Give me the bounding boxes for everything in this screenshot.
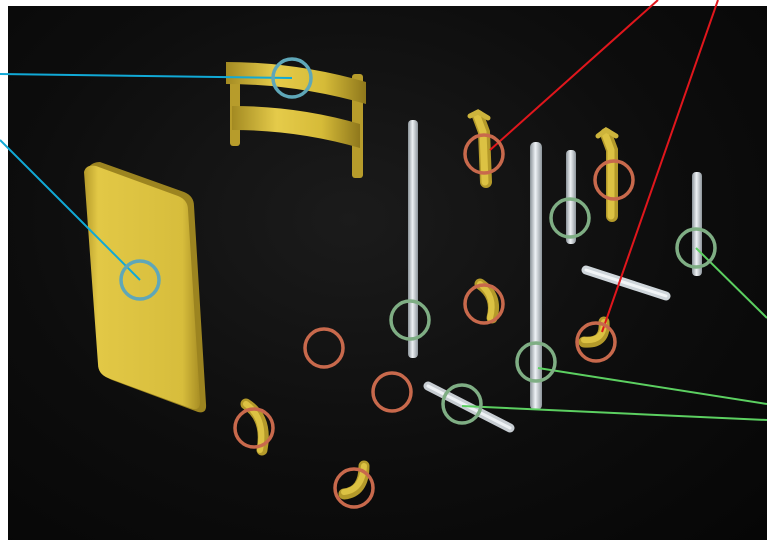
- seat-panel-part: [84, 162, 206, 412]
- metal-rod-part: [408, 120, 702, 428]
- red-leader: [490, 0, 718, 332]
- fastener-marker: [305, 329, 343, 367]
- panel-component: [121, 59, 311, 299]
- backrest-part: [226, 62, 366, 178]
- fastener-marker: [373, 373, 411, 411]
- bent-connector-part: [246, 112, 616, 494]
